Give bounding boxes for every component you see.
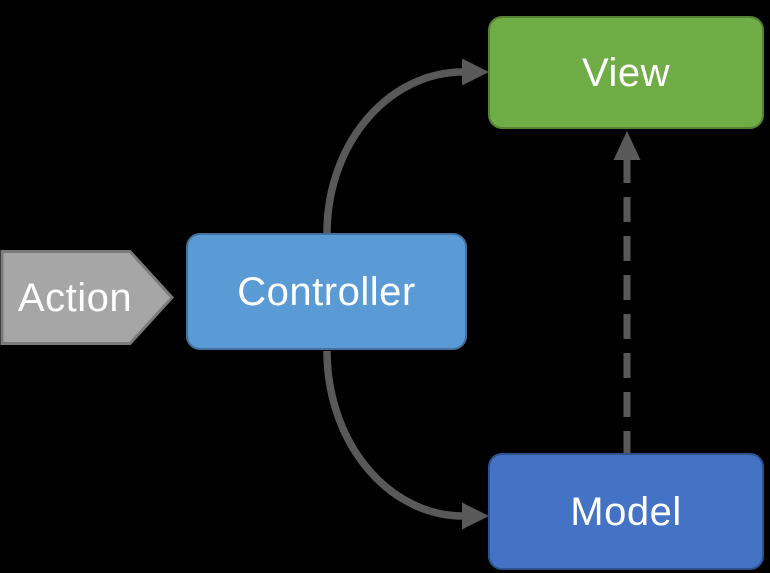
controller-to-view-arrow: [323, 68, 464, 234]
model-to-view-arrowhead-icon: [613, 131, 641, 160]
action-chevron-icon: [0, 250, 175, 345]
action-arrow-shape: Action: [0, 249, 176, 346]
view-label: View: [582, 50, 670, 95]
action-label: Action: [17, 275, 133, 320]
controller-to-model-arrow: [323, 350, 464, 520]
model-box: Model: [488, 453, 764, 570]
view-box: View: [488, 16, 764, 129]
controller-box: Controller: [186, 233, 467, 350]
controller-to-model-arrowhead-icon: [462, 502, 489, 530]
action-chevron-polygon: [0, 250, 175, 345]
controller-label: Controller: [237, 269, 416, 314]
controller-to-view-arrowhead-icon: [462, 58, 489, 86]
model-label: Model: [570, 489, 682, 534]
